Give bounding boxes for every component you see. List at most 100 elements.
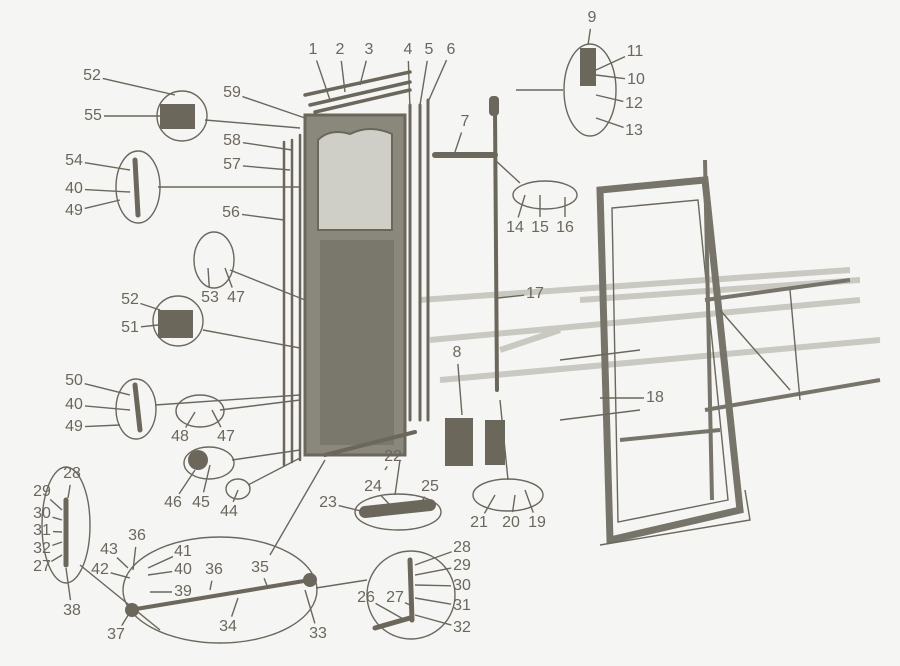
leader-line [414,597,452,605]
leader-line [67,484,71,499]
callout-label-46: 46 [164,494,182,511]
leader-line [230,597,239,617]
callout-label-24: 24 [364,478,382,495]
callout-label-40: 40 [174,561,192,578]
leader-line [242,141,293,151]
door-panel [282,70,430,467]
callout-label-47: 47 [217,428,235,445]
leader-line [132,546,137,571]
callout-label-40: 40 [65,180,83,197]
callout-label-44: 44 [220,503,238,520]
leader-line [587,28,592,46]
cabin-frame-ghost [419,267,881,383]
leader-line [457,363,463,416]
leader-line [49,498,63,511]
leader-line [202,464,211,493]
callout-label-9: 9 [588,9,597,26]
leader-line [384,466,388,471]
leader-line [511,494,516,513]
callout-label-48: 48 [171,428,189,445]
leader-line [340,60,346,93]
leader-line [232,489,239,503]
leader-line [178,469,196,495]
callout-label-12: 12 [625,95,643,112]
leader-line [207,267,210,288]
callout-label-7: 7 [461,113,470,130]
leader-line [147,555,174,569]
leader-line [419,496,426,506]
callout-label-4: 4 [404,41,413,58]
callout-label-37: 37 [107,626,125,643]
callout-label-22: 22 [384,448,402,465]
leader-line [595,55,626,71]
callout-label-32: 32 [453,619,471,636]
leader-line [497,294,525,299]
leader-line [241,213,285,221]
callout-label-16: 16 [556,219,574,236]
leader-line [454,132,463,153]
callout-label-42: 42 [91,561,109,578]
callout-label-49: 49 [65,418,83,435]
callout-label-27: 27 [33,558,51,575]
callout-label-11: 11 [627,43,644,60]
callout-label-21: 21 [470,514,488,531]
leader-line [140,324,159,328]
callout-label-58: 58 [223,132,241,149]
callout-label-30: 30 [33,505,51,522]
leader-line [242,95,306,119]
callout-label-3: 3 [365,41,374,58]
leader-line [414,584,452,587]
callout-label-17: 17 [526,285,544,302]
connector-lines [79,89,563,631]
leader-line [595,94,624,103]
callout-label-52: 52 [83,67,101,84]
callout-label-13: 13 [625,122,643,139]
callout-label-36: 36 [205,561,223,578]
callout-label-1: 1 [309,41,318,58]
callout-label-25: 25 [421,478,439,495]
callout-label-32: 32 [33,540,51,557]
leader-line [404,602,411,606]
callout-label-47: 47 [227,289,245,306]
callout-label-34: 34 [219,618,237,635]
leader-line [338,504,366,513]
leader-line [209,580,213,591]
callout-label-35: 35 [251,559,269,576]
leader-line [595,117,624,129]
callout-label-28: 28 [453,539,471,556]
callout-label-30: 30 [453,577,471,594]
callout-label-43: 43 [100,541,118,558]
callout-label-31: 31 [33,522,51,539]
detail-callout-ellipses [41,43,617,644]
callout-label-49: 49 [65,202,83,219]
callout-label-45: 45 [192,494,210,511]
callout-label-50: 50 [65,372,83,389]
callout-label-2: 2 [336,41,345,58]
callout-label-41: 41 [174,543,192,560]
leader-line [517,194,526,218]
callout-label-15: 15 [531,219,549,236]
leader-line [102,77,176,96]
callout-label-51: 51 [121,319,139,336]
leader-line [315,60,331,101]
leader-line [110,572,131,579]
leader-line [52,516,63,521]
leader-line [375,602,406,621]
callout-label-20: 20 [502,514,520,531]
callout-label-36: 36 [128,527,146,544]
callout-label-26: 26 [357,589,375,606]
callout-label-56: 56 [222,204,240,221]
leader-line [414,567,452,576]
strut-rod [432,96,505,466]
callout-label-39: 39 [174,583,192,600]
leader-lines [49,28,644,626]
leader-line [263,577,269,589]
cab-door-frame [559,159,881,546]
callout-label-18: 18 [646,389,664,406]
callout-label-31: 31 [453,597,471,614]
leader-line [407,60,411,111]
leader-line [414,551,452,566]
leader-line [84,405,131,411]
